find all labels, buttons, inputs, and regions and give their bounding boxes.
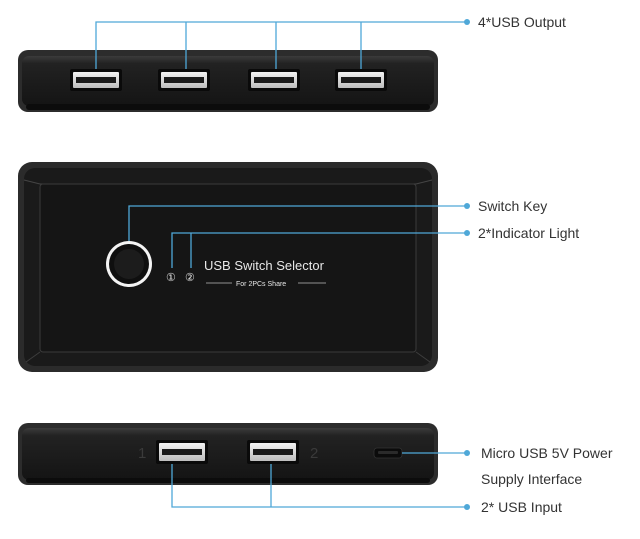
input-port-number-1: 1 [138,445,146,462]
usb-input-label: 2* USB Input [481,499,562,515]
usb-output-label: 4*USB Output [478,14,566,30]
input-port-number-2: 2 [310,445,318,462]
usb-output-dot-icon [464,19,470,25]
usb-input-port-1-icon [156,440,208,464]
usb-input-dot-icon [464,504,470,510]
switch-key-callout-line [128,205,465,241]
switch-key-label: Switch Key [478,198,547,214]
usb-input-callout-lines [171,464,465,508]
power-label-line2: Supply Interface [481,471,582,487]
usb-output-port-2-icon [158,69,210,91]
indicator-light-label: 2*Indicator Light [478,225,579,241]
power-dot-icon [464,450,470,456]
switch-key-dot-icon [464,203,470,209]
front-view-device [18,162,438,372]
device-subtitle: For 2PCs Share [236,281,286,288]
switch-key-button[interactable] [106,241,152,287]
power-label-line1: Micro USB 5V Power [481,445,613,461]
front-edge-device [18,423,438,485]
micro-usb-power-port-icon [373,447,403,459]
indicator-light-2-icon: ② [185,272,195,284]
indicator-light-callout-line [171,232,465,268]
usb-output-port-3-icon [248,69,300,91]
indicator-light-1-icon: ① [166,272,176,284]
indicator-light-dot-icon [464,230,470,236]
top-view-device [18,50,438,112]
device-title: USB Switch Selector [204,258,325,273]
usb-output-callout-lines [95,21,465,69]
usb-input-port-2-icon [247,440,299,464]
usb-output-port-1-icon [70,69,122,91]
usb-output-port-4-icon [335,69,387,91]
usb-output-bracket [95,21,465,69]
